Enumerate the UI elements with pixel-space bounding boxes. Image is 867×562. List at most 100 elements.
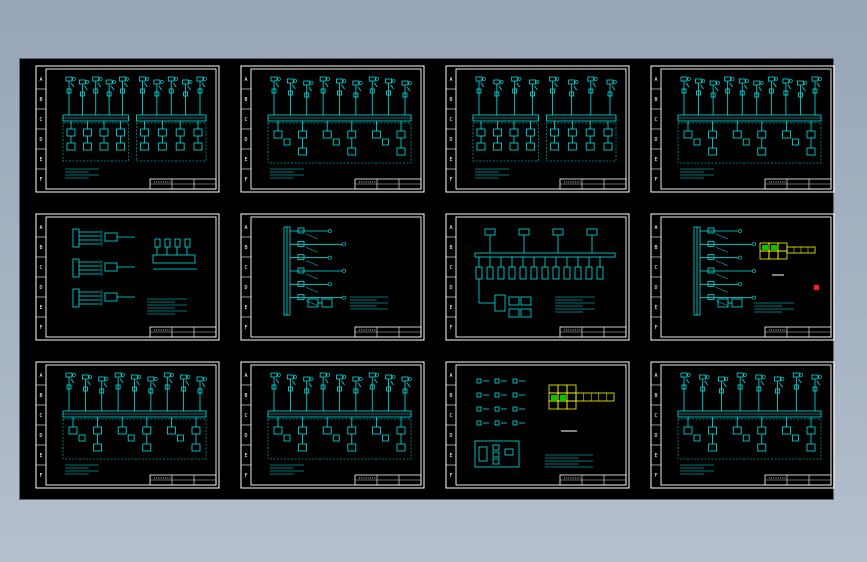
- feeder-circuit: [699, 374, 710, 411]
- feeder-circuit: [368, 76, 379, 115]
- feeder-circuit: [98, 376, 109, 411]
- feeder-circuit: [286, 374, 298, 411]
- device-block: [307, 298, 333, 308]
- row-marker: D: [449, 433, 452, 439]
- row-marker: B: [39, 97, 42, 103]
- sheet-border: [240, 361, 425, 489]
- device-block: [371, 121, 389, 146]
- row-marker: E: [39, 305, 42, 311]
- feeder-circuit: [114, 372, 125, 411]
- feeder-circuit: [196, 376, 207, 411]
- module-diagram: [72, 258, 135, 278]
- feeder-circuit: [587, 76, 598, 115]
- feeder-circuit: [65, 76, 76, 115]
- title-block: [764, 474, 832, 486]
- row-marker: E: [449, 305, 452, 311]
- row-marker: D: [244, 433, 247, 439]
- device-block: [683, 121, 701, 146]
- device-block: [476, 121, 486, 151]
- feeder-circuit: [78, 79, 90, 115]
- row-marker: E: [654, 305, 657, 311]
- title-block: [764, 326, 832, 338]
- feeder-circuit: [755, 374, 766, 411]
- schematic: [283, 226, 388, 316]
- highlight-room: [762, 245, 768, 250]
- title-block: [764, 178, 832, 190]
- title-block: [354, 178, 422, 190]
- feeder-circuit: [147, 376, 158, 411]
- feeder-circuit: [167, 76, 178, 115]
- row-marker: E: [654, 157, 657, 163]
- row-marker: E: [654, 453, 657, 459]
- busbar: [546, 114, 617, 162]
- feeder-circuit: [529, 79, 540, 115]
- notes: [65, 464, 99, 475]
- device-block: [781, 417, 799, 442]
- row-marker: B: [39, 245, 42, 251]
- sheet-border: [445, 65, 630, 193]
- sheet-border: [445, 213, 630, 341]
- feeder-circuit: [319, 372, 330, 411]
- notes: [147, 298, 187, 315]
- feeder-circuit: [119, 76, 130, 115]
- feeder-circuit: [493, 79, 504, 115]
- title-block: [559, 178, 627, 190]
- device-block: [757, 417, 767, 452]
- feeder-circuit: [549, 76, 560, 115]
- device-block: [142, 417, 152, 452]
- row-marker: B: [244, 245, 247, 251]
- row-marker: A: [449, 77, 452, 83]
- device-block: [322, 121, 340, 146]
- notes: [555, 296, 595, 313]
- feeder-circuit: [767, 76, 779, 115]
- schematic: [62, 372, 207, 475]
- notes: [754, 302, 794, 313]
- drawing-frame: [45, 216, 217, 338]
- drawing-frame: [250, 216, 422, 338]
- row-marker: E: [449, 157, 452, 163]
- row-marker: F: [449, 177, 452, 183]
- title-block: [354, 474, 422, 486]
- row-marker: B: [654, 393, 657, 399]
- drawing-frame: [250, 68, 422, 190]
- device-block: [166, 417, 184, 442]
- feeder-circuit: [270, 76, 281, 115]
- row-marker: C: [39, 413, 42, 419]
- terminal-row: [474, 228, 616, 280]
- feeder-circuit: [65, 372, 76, 411]
- row-marker: F: [244, 473, 247, 479]
- row-marker: A: [654, 373, 657, 379]
- feeder-circuit: [303, 376, 314, 411]
- sheet-border: [240, 213, 425, 341]
- drawing-title: [0, 0, 1, 1]
- feeder-circuit: [368, 372, 379, 411]
- title-block: [559, 326, 627, 338]
- drawing-frame: [455, 216, 627, 338]
- schematic: [677, 372, 822, 475]
- row-marker: F: [39, 177, 42, 183]
- row-marker: C: [654, 413, 657, 419]
- feeder-circuit: [811, 76, 822, 115]
- feeder-circuit: [736, 372, 747, 411]
- device-block: [806, 121, 816, 156]
- feeder-circuit: [797, 80, 808, 115]
